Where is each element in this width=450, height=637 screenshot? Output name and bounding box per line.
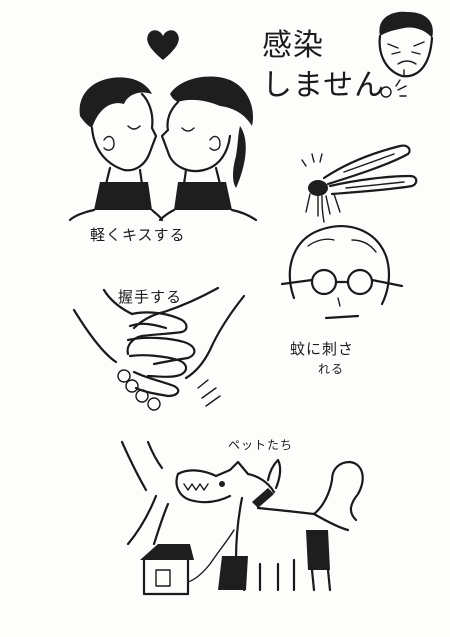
kissing-couple-illustration <box>68 76 258 222</box>
kiss-label: 軽くキスする <box>90 226 186 244</box>
title-line-1: 感染 <box>262 28 324 63</box>
mosquito-illustration <box>301 144 418 223</box>
title-line-2: しません <box>262 68 386 103</box>
handshake-label: 握手する <box>118 288 183 306</box>
mosquito-label-line-2: れる <box>318 362 345 376</box>
worried-face-icon <box>378 11 434 78</box>
handshake-illustration <box>72 286 246 411</box>
mosquito-label-line-1: 蚊に刺さ <box>290 340 355 358</box>
doghouse-illustration <box>140 544 194 596</box>
dog-illustration <box>120 440 364 592</box>
pets-label: ペットたち <box>228 438 294 452</box>
sweat-drops-icon <box>380 79 407 98</box>
heart-icon <box>147 30 179 60</box>
bald-man-illustration <box>280 225 404 320</box>
